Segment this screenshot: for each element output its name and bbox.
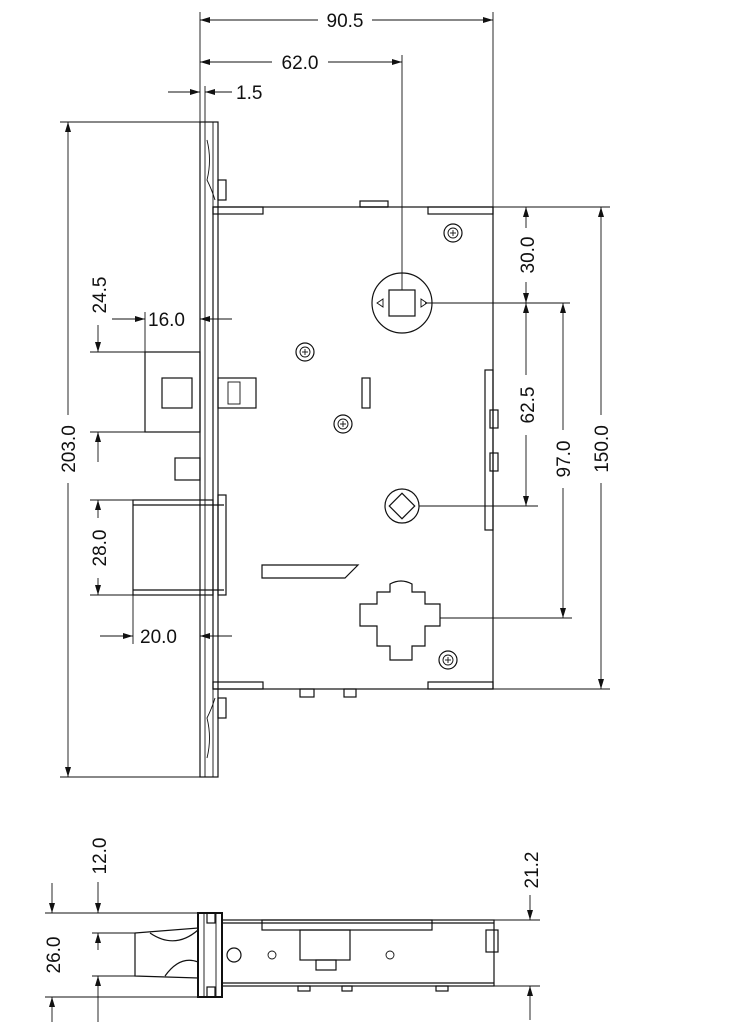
dimension-97-0: 97.0 (440, 303, 575, 619)
dim-label-deadbolt-projection: 20.0 (140, 627, 177, 648)
dim-label-case-offset: 21.2 (522, 852, 543, 889)
latch-bolt (144, 351, 257, 433)
dimension-21-2: 21.2 (494, 852, 543, 1020)
dim-label-overall-width: 90.5 (327, 11, 364, 32)
side-case (221, 919, 499, 992)
dim-label-spindle-offset: 30.0 (518, 237, 539, 274)
dimension-62-5: 62.5 (419, 303, 539, 507)
dimension-62-0: 62.0 (200, 53, 403, 290)
dim-label-case-height: 150.0 (592, 425, 613, 473)
dimension-150-0: 150.0 (493, 206, 613, 690)
dimension-26-0: 26.0 (44, 883, 198, 1022)
dimension-28-0: 28.0 (90, 499, 133, 596)
dim-label-latch-projection: 16.0 (148, 310, 185, 331)
lower-follower (384, 488, 420, 524)
screw-mid-left (295, 342, 315, 362)
dimension-12-0: 12.0 (45, 838, 198, 950)
dimension-30-0: 30.0 (425, 206, 570, 304)
dim-label-faceplate-height: 203.0 (59, 425, 80, 473)
dimension-16-0: 16.0 (112, 310, 232, 352)
dim-label-deadbolt-height: 28.0 (90, 530, 111, 567)
dim-label-spindle-to-cylinder: 97.0 (554, 441, 575, 478)
dim-label-side-width: 26.0 (44, 937, 65, 974)
dimension-90-5: 90.5 (199, 11, 494, 207)
screw-center (333, 414, 353, 434)
dim-label-backset: 62.0 (282, 53, 319, 74)
dim-label-top-offset: 12.0 (90, 838, 111, 875)
dimension-24-5: 24.5 (90, 277, 145, 462)
dim-label-upper-offset: 24.5 (90, 277, 111, 314)
dimension-20-0: 20.0 (100, 595, 232, 648)
auxiliary-latch (174, 457, 201, 481)
cylinder-cutout (359, 580, 441, 661)
side-faceplate (197, 912, 223, 998)
screw-top-right (443, 223, 463, 243)
dimension-203-0: 203.0 (59, 121, 200, 778)
dim-label-faceplate-thickness: 1.5 (236, 83, 262, 104)
deadbolt (132, 494, 227, 596)
dim-label-center-distance: 62.5 (518, 387, 539, 424)
ramp-part (261, 564, 360, 579)
side-view: 12.0 26.0 21.2 (44, 838, 543, 1022)
lock-case (212, 200, 499, 698)
dimension-1-5: 1.5 (168, 83, 262, 122)
front-view: 90.5 62.0 1.5 203.0 (59, 11, 613, 778)
side-bolt-profile (134, 927, 199, 979)
screw-bottom-right (438, 650, 458, 670)
